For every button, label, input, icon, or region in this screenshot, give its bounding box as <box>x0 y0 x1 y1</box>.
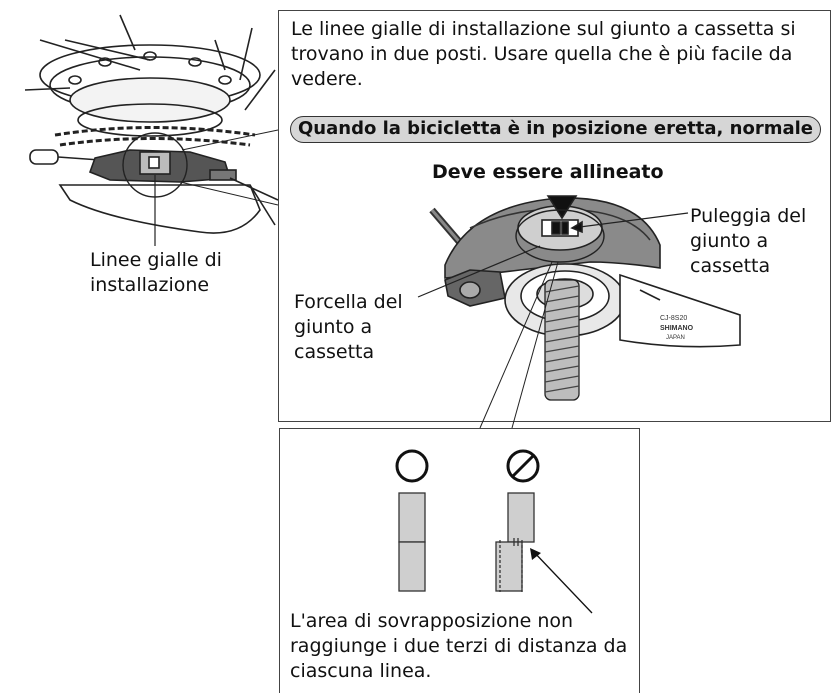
condition-heading: Quando la bicicletta è in posizione eret… <box>290 116 821 143</box>
part-marking-model: CJ-8S20 <box>660 315 687 322</box>
aligned-marks <box>398 492 426 592</box>
fork-label: Forcella del giunto a cassetta <box>294 291 403 363</box>
ok-circle-icon <box>395 449 429 483</box>
align-label: Deve essere allineato <box>432 161 664 183</box>
cassette-joint-drawing <box>417 195 741 429</box>
misaligned-marks <box>495 492 535 592</box>
hub-overview-drawing <box>24 14 279 246</box>
intro-text: Le linee gialle di installazione sul giu… <box>291 18 796 90</box>
install-lines-label: Linee gialle di installazione <box>90 249 222 296</box>
part-marking-brand: SHIMANO <box>660 325 694 332</box>
part-marking-origin: JAPAN <box>666 335 685 341</box>
note-arrow <box>530 548 593 614</box>
overlap-note: L'area di sovrapposizione non raggiunge … <box>290 610 628 682</box>
comparison-frame <box>279 428 640 693</box>
pulley-label: Puleggia del giunto a cassetta <box>690 205 807 277</box>
prohibited-icon <box>506 449 540 483</box>
